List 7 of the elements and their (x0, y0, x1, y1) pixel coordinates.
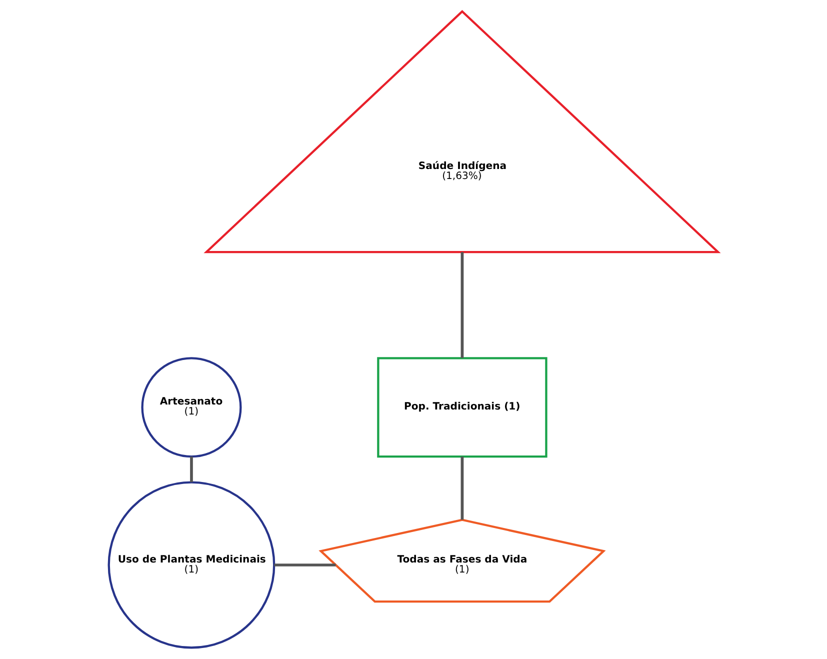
node-box: Pop. Tradicionais (1) (377, 357, 548, 458)
node-circle: Uso de Plantas Medicinais (1) (108, 481, 276, 649)
connector (190, 456, 193, 482)
connector (460, 456, 464, 520)
connector (460, 252, 464, 358)
node-circle: Artesanato (1) (141, 357, 242, 458)
connector (274, 564, 336, 566)
